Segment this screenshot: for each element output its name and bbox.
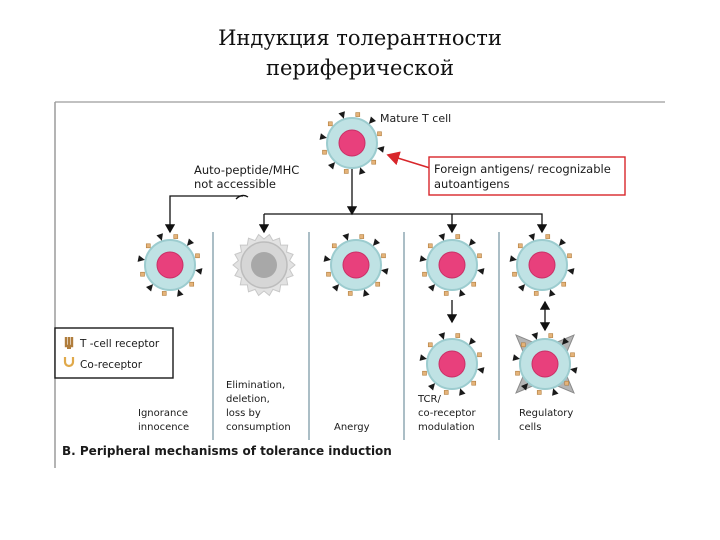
tcr-modulation-cell-top — [419, 233, 485, 297]
legend: T -cell receptor Co-receptor — [54, 327, 174, 379]
regulatory-cell-top — [509, 233, 575, 297]
mature-t-cell-label: Mature T cell — [380, 112, 451, 125]
legend-tcr-label: T -cell receptor — [79, 338, 160, 350]
mechanism-elimination-line-4: consumption — [226, 422, 291, 433]
mechanism-elimination-line-2: deletion, — [226, 394, 270, 405]
tcr-legend-icon — [64, 337, 74, 349]
auto-peptide-label-line-2: not accessible — [194, 177, 276, 191]
mechanism-tcr-line-2: co-receptor — [418, 408, 476, 419]
slide-title-line-1: Индукция толерантности — [218, 26, 502, 50]
red-arrow — [386, 151, 431, 169]
mechanism-ignorance-line-1: Ignorance — [138, 408, 188, 419]
legend-box — [54, 327, 174, 379]
foreign-antigens-box — [428, 156, 626, 196]
mechanism-regulatory-line-2: cells — [519, 422, 541, 433]
mechanism-labels: Ignorance innocence Elimination, deletio… — [138, 380, 573, 433]
cells-layer — [137, 111, 578, 396]
legend-coreceptor-label: Co-receptor — [80, 359, 143, 371]
auto-peptide-label-line-1: Auto-peptide/MHC — [194, 163, 299, 177]
mechanism-anergy: Anergy — [334, 422, 370, 433]
mechanism-tcr-line-1: TCR/ — [417, 394, 441, 405]
ignorance-cell — [137, 233, 203, 297]
mechanism-elimination-line-1: Elimination, — [226, 380, 285, 391]
anergy-cell — [323, 233, 389, 297]
mechanism-ignorance-line-2: innocence — [138, 422, 189, 433]
regulatory-cell-bottom — [512, 332, 578, 396]
tcr-modulation-cell-bottom — [419, 332, 485, 396]
mature-t-cell — [319, 111, 385, 175]
foreign-antigens-label-line-2: autoantigens — [434, 177, 510, 191]
mechanism-elimination-line-3: loss by — [226, 408, 261, 419]
column-dividers — [212, 232, 500, 440]
eliminated-cell — [232, 233, 296, 297]
mechanism-tcr-line-3: modulation — [418, 422, 475, 433]
coreceptor-legend-icon — [63, 357, 75, 368]
branching-arrows — [164, 168, 551, 332]
slide-title-line-2: периферической — [265, 56, 454, 80]
mechanism-regulatory-line-1: Regulatory — [519, 408, 573, 419]
foreign-antigens-label-line-1: Foreign antigens/ recognizable — [434, 162, 611, 176]
figure-caption: B. Peripheral mechanisms of tolerance in… — [62, 444, 392, 458]
